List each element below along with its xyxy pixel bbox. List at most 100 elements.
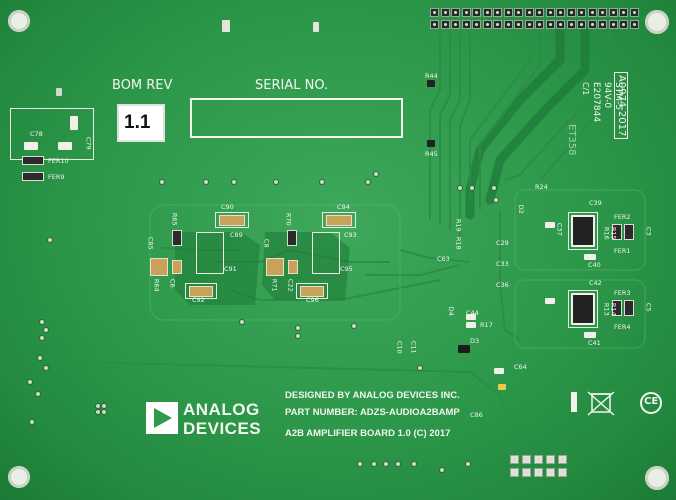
header-pin <box>629 20 639 29</box>
designed-by-text: DESIGNED BY ANALOG DEVICES INC. <box>285 390 460 401</box>
component-outline <box>196 232 224 274</box>
capacitor <box>300 286 324 297</box>
mounting-hole <box>8 466 30 488</box>
header-pin <box>619 8 628 17</box>
header-pin <box>556 20 565 29</box>
via <box>296 326 300 330</box>
header-pin <box>522 455 531 464</box>
header-pin <box>558 455 567 464</box>
silkscreen-designator: C29 <box>496 239 509 247</box>
via <box>352 324 356 328</box>
silkscreen-designator: C89 <box>230 231 243 239</box>
via <box>492 186 496 190</box>
via <box>466 462 470 466</box>
part-number-text: PART NUMBER: ADZS-AUDIOA2BAMP <box>285 407 460 418</box>
header-pin <box>577 8 586 17</box>
via <box>470 186 474 190</box>
header-pin <box>619 20 628 29</box>
header-pin <box>451 8 460 17</box>
component-outline <box>296 283 328 299</box>
component-pad <box>545 298 555 304</box>
component-outline <box>10 108 94 160</box>
header-pin <box>577 20 586 29</box>
ferrite-bead <box>22 156 44 165</box>
header-pin <box>598 8 607 17</box>
silkscreen-designator: C90 <box>221 203 234 211</box>
via <box>38 356 42 360</box>
ce-mark-text: CE <box>644 396 659 407</box>
ferrite-bead <box>612 300 622 316</box>
via <box>458 186 462 190</box>
analog-devices-logo <box>146 402 178 434</box>
silkscreen-designator: D3 <box>470 337 480 345</box>
header-pin <box>534 468 543 477</box>
header-pin <box>587 8 597 17</box>
silkscreen-designator: C40 <box>588 261 601 269</box>
header-pin <box>472 8 481 17</box>
component <box>458 345 470 353</box>
component-pad <box>584 254 596 260</box>
component-pad <box>584 332 596 338</box>
component-pad <box>24 142 38 150</box>
via <box>358 462 362 466</box>
ferrite-bead <box>624 300 634 316</box>
serial-no-label: SERIAL NO. <box>255 78 329 93</box>
header-pin <box>482 8 492 17</box>
silkscreen-designator: C95 <box>340 265 353 273</box>
header-pin <box>587 20 597 29</box>
component-outline <box>322 212 356 228</box>
bar-mark <box>571 392 577 412</box>
header-pin <box>430 20 439 29</box>
via <box>28 380 32 384</box>
header-pin <box>461 8 471 17</box>
header-pin <box>430 8 439 17</box>
silkscreen-designator: C44 <box>466 309 479 317</box>
header-pin <box>472 20 481 29</box>
header-pin <box>510 468 519 477</box>
via <box>372 462 376 466</box>
header-pin <box>608 8 618 17</box>
header-pin <box>534 455 543 464</box>
triangle-logo-icon <box>154 408 172 428</box>
component-pad <box>545 222 555 228</box>
bom-rev-label: BOM REV <box>112 78 173 93</box>
via <box>160 180 164 184</box>
via <box>102 410 106 414</box>
header-pin <box>546 455 555 464</box>
header-pin <box>545 8 555 17</box>
via <box>44 366 48 370</box>
via <box>418 366 422 370</box>
header-pin <box>558 468 567 477</box>
component-outline <box>215 212 249 228</box>
component <box>427 140 435 147</box>
header-pin <box>440 8 450 17</box>
header-pin <box>598 20 607 29</box>
silkscreen-designator: C42 <box>589 279 602 287</box>
via <box>384 462 388 466</box>
silkscreen-designator: C86 <box>470 411 483 419</box>
header-pin <box>522 468 531 477</box>
capacitor <box>172 260 182 274</box>
header-pin <box>546 468 555 477</box>
via <box>102 404 106 408</box>
header-pin <box>535 8 544 17</box>
silkscreen-designator: C39 <box>589 199 602 207</box>
silkscreen-designator: C93 <box>344 231 357 239</box>
silkscreen-designator: C96 <box>306 296 319 304</box>
via <box>296 334 300 338</box>
capacitor <box>288 260 298 274</box>
inductor <box>571 293 595 325</box>
via <box>232 180 236 184</box>
capacitor <box>326 215 352 226</box>
silkscreen-designator: C94 <box>337 203 350 211</box>
resistor <box>172 230 182 246</box>
mounting-hole <box>645 10 669 34</box>
ce-mark <box>640 392 662 414</box>
via <box>320 180 324 184</box>
header-pin <box>514 8 523 17</box>
header-pin <box>566 8 576 17</box>
header-pin <box>440 20 450 29</box>
silkscreen-designator: C91 <box>224 265 237 273</box>
